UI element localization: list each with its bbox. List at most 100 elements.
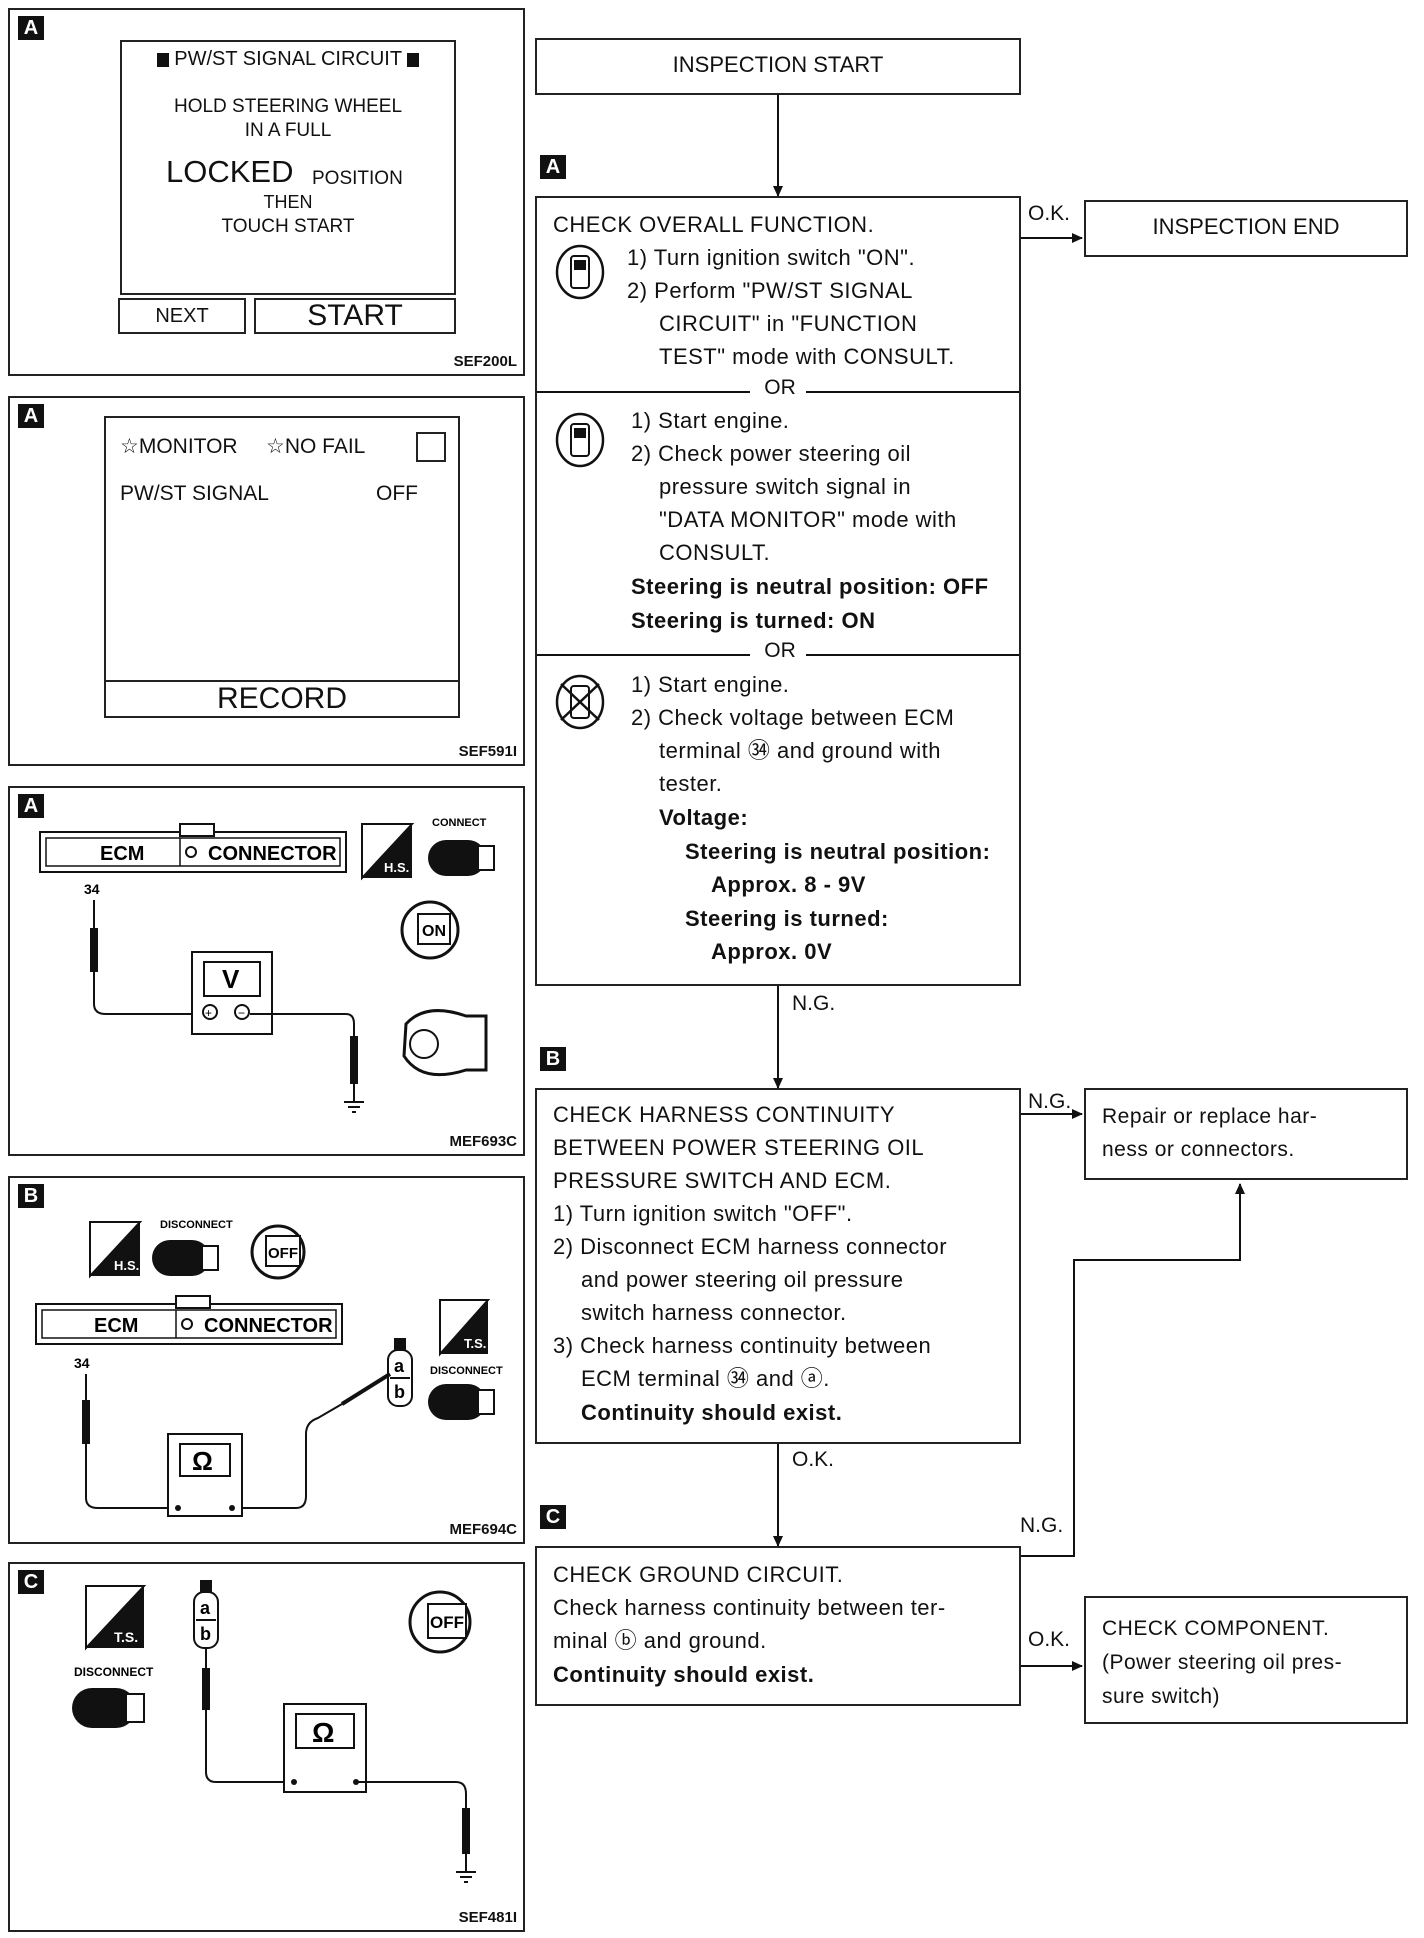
record-button[interactable]: RECORD (104, 680, 460, 718)
check-component-box: CHECK COMPONENT. (Power steering oil pre… (1084, 1596, 1408, 1724)
screen-title: PW/ST SIGNAL CIRCUIT (122, 48, 454, 71)
connector-label: CONNECTOR (208, 843, 337, 865)
figure-code: SEF591I (458, 743, 517, 760)
panel-tag: A (18, 404, 44, 428)
repair-box: Repair or replace har- ness or connector… (1084, 1088, 1408, 1180)
inspection-start-label: INSPECTION START (672, 52, 884, 77)
figure-code: MEF694C (449, 1521, 517, 1538)
step-tag-b: B (540, 1047, 566, 1071)
panel-data-monitor: A ☆MONITOR ☆NO FAIL PW/ST SIGNAL OFF REC… (8, 396, 525, 766)
box-b-line: and power steering oil pressure (581, 1267, 904, 1292)
step-line: CONSULT. (659, 540, 771, 565)
meter-symbol: V (222, 964, 240, 994)
ecm-label: ECM (100, 843, 144, 865)
connector-label: CONNECTOR (204, 1315, 333, 1337)
check-ground-circuit-box: CHECK GROUND CIRCUIT. Check harness cont… (535, 1546, 1021, 1706)
meter-symbol: Ω (192, 1446, 213, 1476)
box-b-line: BETWEEN POWER STEERING OIL (553, 1135, 925, 1160)
box-a-divider (806, 654, 1019, 656)
record-checkbox[interactable] (416, 432, 446, 462)
ng-label: N.G. (1028, 1090, 1072, 1113)
panel-tag: A (18, 16, 44, 40)
consult-icon (555, 412, 605, 468)
no-consult-icon (555, 674, 605, 730)
spec-line: Approx. 0V (711, 939, 833, 964)
key-label: OFF (430, 1613, 464, 1632)
svg-text:+: + (205, 1006, 212, 1020)
step-tag-a: A (540, 155, 566, 179)
check-overall-function-box: CHECK OVERALL FUNCTION. 1) Turn ignition… (535, 196, 1021, 986)
or-separator: OR (747, 376, 813, 400)
screen-line: IN A FULL (244, 120, 332, 141)
spec-line: Voltage: (659, 805, 749, 830)
step-line: TEST" mode with CONSULT. (659, 344, 955, 369)
no-fail-label: ☆NO FAIL (266, 435, 366, 458)
inspection-end-label: INSPECTION END (1152, 214, 1340, 239)
panel-tag: A (18, 794, 44, 818)
box-b-line: 1) Turn ignition switch "OFF". (553, 1201, 853, 1226)
start-button[interactable]: START (254, 298, 456, 334)
panel-continuity-b: B H.S. DISCONNECT OFF ECM CONNECTOR 34 T… (8, 1176, 525, 1544)
box-c-line: Check harness continuity between ter- (553, 1595, 946, 1620)
ecm-label: ECM (94, 1315, 138, 1337)
consult-screen: PW/ST SIGNAL CIRCUIT HOLD STEERING WHEEL… (120, 40, 456, 295)
hs-label: H.S. (384, 860, 409, 875)
step-line: tester. (659, 771, 723, 796)
step-line: CIRCUIT" in "FUNCTION (659, 311, 918, 336)
component-line: (Power steering oil pres- (1102, 1651, 1343, 1674)
step-line: 1) Start engine. (631, 672, 790, 697)
spec-line: Steering is neutral position: OFF (631, 574, 989, 599)
screen-line: HOLD STEERING WHEEL (173, 96, 403, 117)
screen-line: TOUCH START (221, 216, 355, 237)
figure-code: MEF693C (449, 1133, 517, 1150)
step-line: 2) Perform "PW/ST SIGNAL (627, 278, 913, 303)
step-line: 2) Check power steering oil (631, 441, 912, 466)
screen-line-locked: LOCKED (166, 154, 294, 189)
repair-line: ness or connectors. (1102, 1138, 1295, 1161)
step-line: 1) Turn ignition switch "ON". (627, 245, 916, 270)
spec-line: Steering is neutral position: (685, 839, 991, 864)
ok-label: O.K. (1028, 202, 1071, 225)
box-c-line: minal ⓑ and ground. (553, 1628, 767, 1653)
box-b-line: switch harness connector. (581, 1300, 847, 1325)
step-line: "DATA MONITOR" mode with (659, 507, 957, 532)
check-harness-continuity-box: CHECK HARNESS CONTINUITY BETWEEN POWER S… (535, 1088, 1021, 1444)
spec-line: Steering is turned: ON (631, 608, 876, 633)
box-c-spec: Continuity should exist. (553, 1662, 815, 1687)
box-b-line: PRESSURE SWITCH AND ECM. (553, 1168, 892, 1193)
disconnect-label: DISCONNECT (74, 1665, 154, 1679)
screen-line: POSITION (312, 168, 403, 189)
box-a-divider (537, 391, 750, 393)
pin-a: a (394, 1356, 405, 1376)
inspection-start-box: INSPECTION START (535, 38, 1021, 95)
ng-label: N.G. (792, 992, 836, 1015)
monitor-label: ☆MONITOR (120, 435, 238, 458)
figure-code: SEF481I (458, 1909, 517, 1926)
connect-label: CONNECT (432, 817, 487, 829)
box-b-line: CHECK HARNESS CONTINUITY (553, 1102, 896, 1127)
box-b-spec: Continuity should exist. (581, 1400, 843, 1425)
disconnect-label: DISCONNECT (430, 1365, 503, 1377)
screen-line: THEN (263, 192, 313, 212)
box-b-line: 2) Disconnect ECM harness connector (553, 1234, 948, 1259)
next-button[interactable]: NEXT (118, 298, 246, 334)
spec-line: Steering is turned: (685, 906, 889, 931)
monitor-item: PW/ST SIGNAL (120, 482, 269, 505)
step-line: pressure switch signal in (659, 474, 912, 499)
ok-label: O.K. (1028, 1628, 1071, 1651)
component-line: sure switch) (1102, 1685, 1221, 1708)
ok-label: O.K. (792, 1448, 835, 1471)
hs-label: H.S. (114, 1258, 139, 1273)
figure-code: SEF200L (453, 353, 517, 370)
box-c-line: CHECK GROUND CIRCUIT. (553, 1562, 844, 1587)
box-a-divider (537, 654, 750, 656)
repair-line: Repair or replace har- (1102, 1105, 1318, 1128)
box-a-divider (806, 391, 1019, 393)
continuity-b-diagram: H.S. DISCONNECT OFF ECM CONNECTOR 34 T.S… (35, 1219, 503, 1517)
ground-c-diagram: T.S. DISCONNECT a b OFF Ω (72, 1580, 476, 1883)
box-b-line: 3) Check harness continuity between (553, 1333, 932, 1358)
box-b-line: ECM terminal ㉞ and ⓐ. (581, 1366, 830, 1391)
pin-b: b (394, 1382, 405, 1402)
box-a-heading: CHECK OVERALL FUNCTION. (553, 212, 875, 237)
panel-tag: C (18, 1570, 44, 1594)
